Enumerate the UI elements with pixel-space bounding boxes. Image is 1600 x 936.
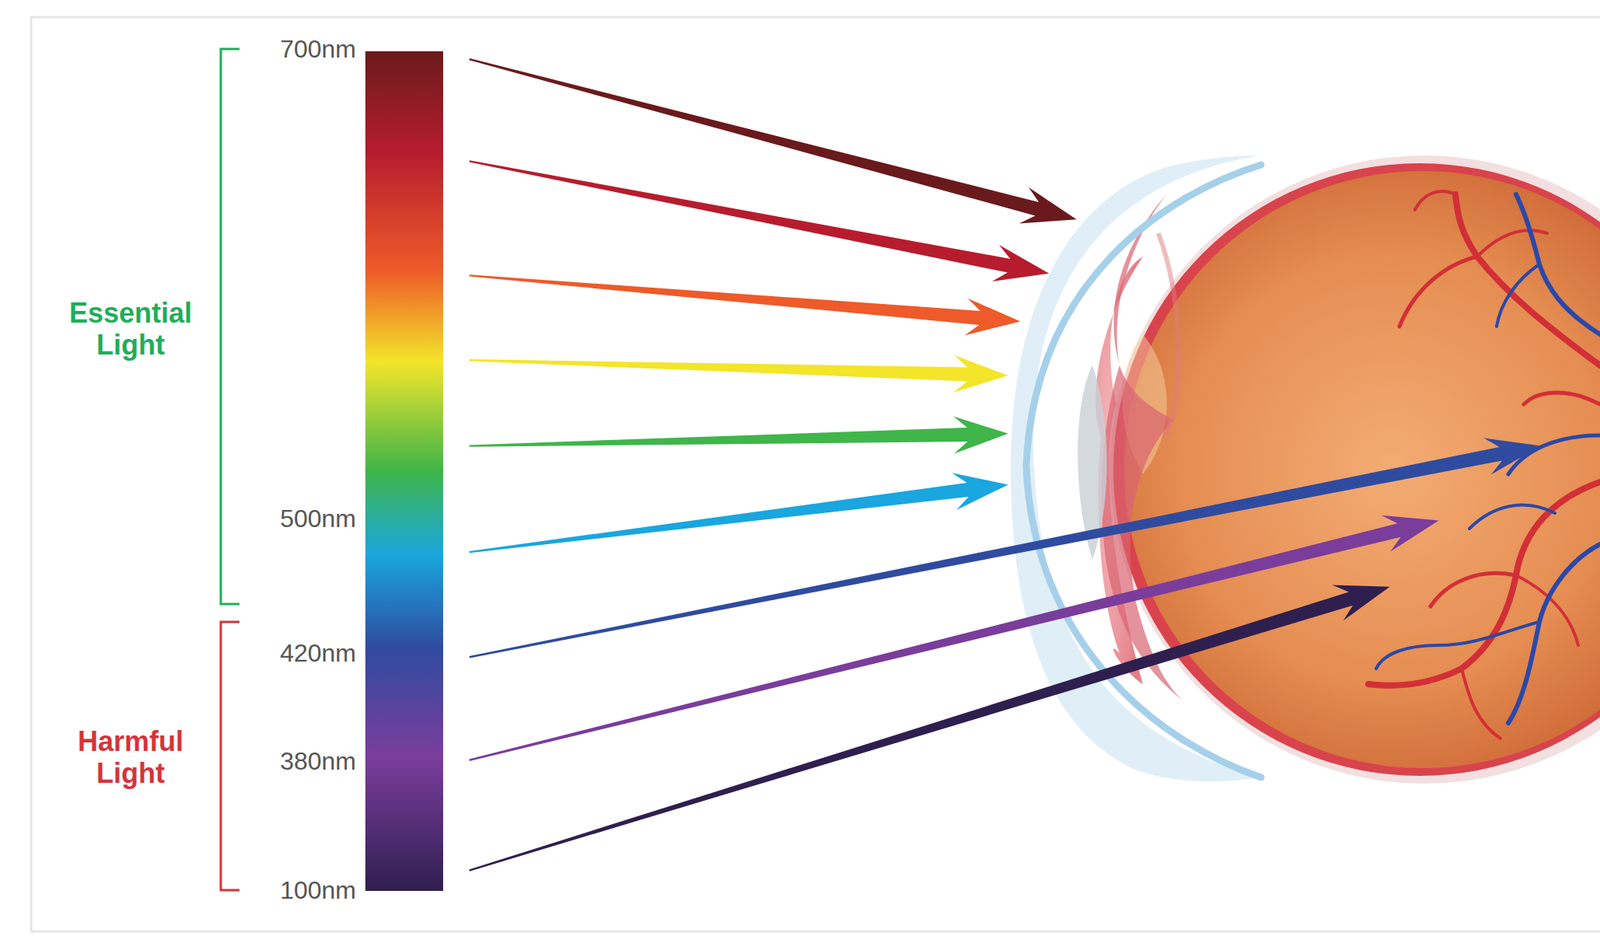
eye-outer-glow bbox=[1110, 155, 1600, 784]
range-label: Harmful Light bbox=[64, 725, 197, 790]
light-arrows bbox=[468, 58, 1541, 872]
spectrum-bar bbox=[365, 51, 444, 891]
wavelength-label: 700nm bbox=[279, 34, 357, 64]
light-arrow bbox=[469, 415, 1009, 454]
wavelength-label: 100nm bbox=[279, 876, 357, 905]
wavelength-label: 420nm bbox=[279, 639, 357, 668]
light-arrow bbox=[468, 584, 1390, 871]
eye-rim bbox=[1113, 163, 1600, 776]
light-arrow bbox=[469, 472, 1009, 553]
lens-edge bbox=[1158, 233, 1179, 436]
light-arrow bbox=[469, 355, 1009, 393]
harmful-bracket bbox=[220, 621, 240, 891]
wavelength-label: 380nm bbox=[279, 747, 357, 776]
eyeball bbox=[1124, 171, 1600, 769]
light-arrow bbox=[469, 274, 1021, 336]
blood-vessels bbox=[1368, 191, 1600, 739]
iris-edge bbox=[1101, 194, 1182, 700]
light-arrow bbox=[469, 160, 1050, 282]
essential-bracket bbox=[220, 48, 240, 605]
eye bbox=[1010, 155, 1600, 784]
range-label: Essential Light bbox=[64, 296, 197, 362]
wavelength-label: 500nm bbox=[279, 504, 357, 534]
light-arrow bbox=[468, 58, 1076, 224]
